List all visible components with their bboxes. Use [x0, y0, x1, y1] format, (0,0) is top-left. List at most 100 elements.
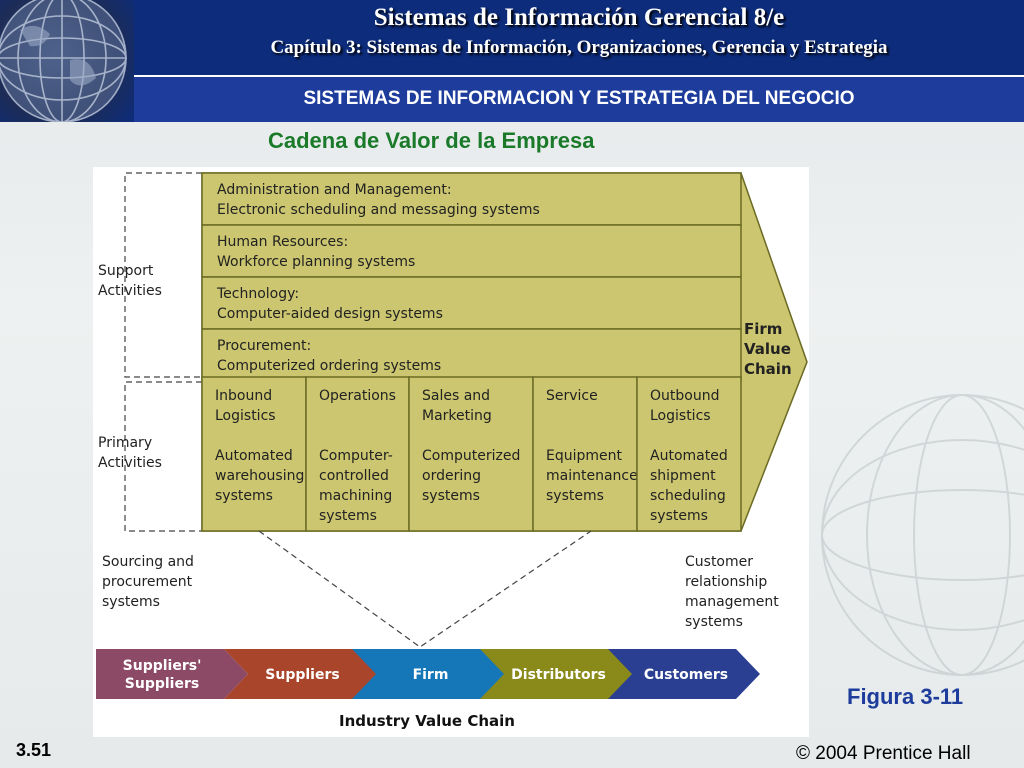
support-row-box: [201, 172, 742, 226]
primary-activity-box: [408, 376, 534, 532]
globe-logo-icon: [0, 0, 134, 122]
primary-activity-system-line: Computer-: [319, 448, 393, 464]
sourcing-procurement-label-line: systems: [102, 594, 160, 610]
primary-activity-title-line: Logistics: [215, 408, 276, 424]
crm-label-line: management: [685, 594, 779, 610]
primary-activity-title: Operations: [319, 388, 396, 404]
section-title: SISTEMAS DE INFORMACION Y ESTRATEGIA DEL…: [303, 88, 855, 109]
crm-label: Customer relationship management systems: [685, 554, 779, 630]
industry-chain-label: Suppliers: [265, 667, 339, 683]
section-bar: [134, 77, 1024, 122]
support-row-system: Computer-aided design systems: [217, 306, 443, 322]
value-chain-diagram: Administration and Management: Electronic…: [96, 172, 808, 730]
primary-activity-system-line: systems: [546, 488, 604, 504]
primary-activity-title-line: Sales and: [422, 388, 490, 404]
industry-chain-label: Firm: [413, 667, 449, 683]
primary-bracket: [124, 381, 202, 532]
primary-activity-system-line: systems: [319, 508, 377, 524]
support-row-title: Procurement:: [217, 338, 311, 354]
primary-activity-box: [305, 376, 410, 532]
slide-title: Sistemas de Información Gerencial 8/e: [373, 4, 785, 31]
firm-value-chain-label-line: Chain: [744, 360, 792, 378]
industry-chain-label-line: Suppliers': [123, 658, 202, 674]
primary-activity-box: [201, 376, 307, 532]
industry-chain-label-line: Suppliers: [265, 667, 339, 683]
primary-activity-system-line: systems: [215, 488, 273, 504]
industry-chain-arrow: [224, 649, 377, 699]
industry-chain-label: Suppliers'Suppliers: [123, 658, 202, 692]
support-activities-label-line: Activities: [98, 283, 162, 299]
slide-header: Sistemas de Información Gerencial 8/e Ca…: [0, 0, 1024, 122]
support-row-title: Technology:: [216, 286, 299, 302]
header-divider: [134, 75, 1024, 77]
primary-activity-title-line: Operations: [319, 388, 396, 404]
primary-activities-label-line: Activities: [98, 455, 162, 471]
primary-activity-title-line: Inbound: [215, 388, 272, 404]
industry-value-chain-label: Industry Value Chain: [339, 712, 515, 730]
background-globe-icon: [821, 394, 1024, 676]
sourcing-procurement-label-line: Sourcing and: [102, 554, 194, 570]
slide-number: 3.51: [16, 740, 52, 760]
primary-activity-system: Computer-controlled machining systems: [319, 448, 393, 524]
figure-label: Figura 3-11: [847, 684, 964, 709]
primary-activity-system: Equipment maintenance systems: [546, 448, 638, 504]
firm-value-chain-label-line: Value: [744, 340, 791, 358]
primary-activity-title-line: Outbound: [650, 388, 719, 404]
industry-chain-label-line: Customers: [644, 667, 728, 683]
copyright: © 2004 Prentice Hall: [796, 743, 971, 764]
firm-value-chain-label-line: Firm: [744, 320, 782, 338]
industry-chain-label-line: Distributors: [511, 667, 606, 683]
support-row-system: Workforce planning systems: [217, 254, 415, 270]
primary-activity-system-line: shipment: [650, 468, 716, 484]
primary-activity-system-line: Automated: [650, 448, 728, 464]
industry-chain-label-line: Firm: [413, 667, 449, 683]
primary-activity-system-line: Automated: [215, 448, 293, 464]
primary-activity-box: [636, 376, 742, 532]
crm-label-line: systems: [685, 614, 743, 630]
crm-label-line: Customer: [685, 554, 753, 570]
support-activities-label-line: Support: [98, 263, 154, 279]
primary-activity-system-line: warehousing: [215, 468, 304, 484]
crm-label-line: relationship: [685, 574, 767, 590]
support-row-box: [201, 276, 742, 330]
primary-activity-system-line: machining: [319, 488, 392, 504]
primary-activity-title-line: Marketing: [422, 408, 492, 424]
slide-subtitle: Capítulo 3: Sistemas de Información, Org…: [270, 37, 888, 58]
support-row-box: [201, 224, 742, 278]
primary-activity-system: Automated shipment scheduling systems: [650, 448, 728, 524]
primary-activity-system-line: ordering: [422, 468, 481, 484]
primary-activity-title-line: Service: [546, 388, 598, 404]
industry-chain-label: Distributors: [511, 667, 606, 683]
primary-activity-system-line: maintenance: [546, 468, 638, 484]
primary-activity-system-line: Computerized: [422, 448, 520, 464]
primary-activity-title: Service: [546, 388, 598, 404]
sourcing-procurement-label: Sourcing and procurement systems: [102, 554, 194, 610]
support-row-title: Human Resources:: [217, 234, 348, 250]
primary-activity-system-line: Equipment: [546, 448, 623, 464]
firm-funnel-lines: [258, 530, 592, 648]
primary-activity-system-line: controlled: [319, 468, 389, 484]
primary-activity-system-line: scheduling: [650, 488, 726, 504]
industry-chain-label: Customers: [644, 667, 728, 683]
value-chain-panel: Administration and Management: Electronic…: [93, 167, 809, 737]
sourcing-procurement-label-line: procurement: [102, 574, 193, 590]
primary-activity-title-line: Logistics: [650, 408, 711, 424]
support-row-system: Electronic scheduling and messaging syst…: [217, 202, 540, 218]
industry-chain-arrow: [608, 649, 760, 699]
support-row-title: Administration and Management:: [217, 182, 452, 198]
industry-chain-arrow: [352, 649, 505, 699]
support-row-system: Computerized ordering systems: [217, 358, 441, 374]
primary-activity-box: [532, 376, 638, 532]
industry-chain-arrow: [96, 649, 248, 699]
primary-activity-system-line: systems: [650, 508, 708, 524]
industry-chain-arrow: [480, 649, 633, 699]
support-row-box: [201, 328, 742, 382]
primary-activities-label-line: Primary: [98, 435, 152, 451]
primary-activity-system: Automated warehousing systems: [215, 448, 304, 504]
